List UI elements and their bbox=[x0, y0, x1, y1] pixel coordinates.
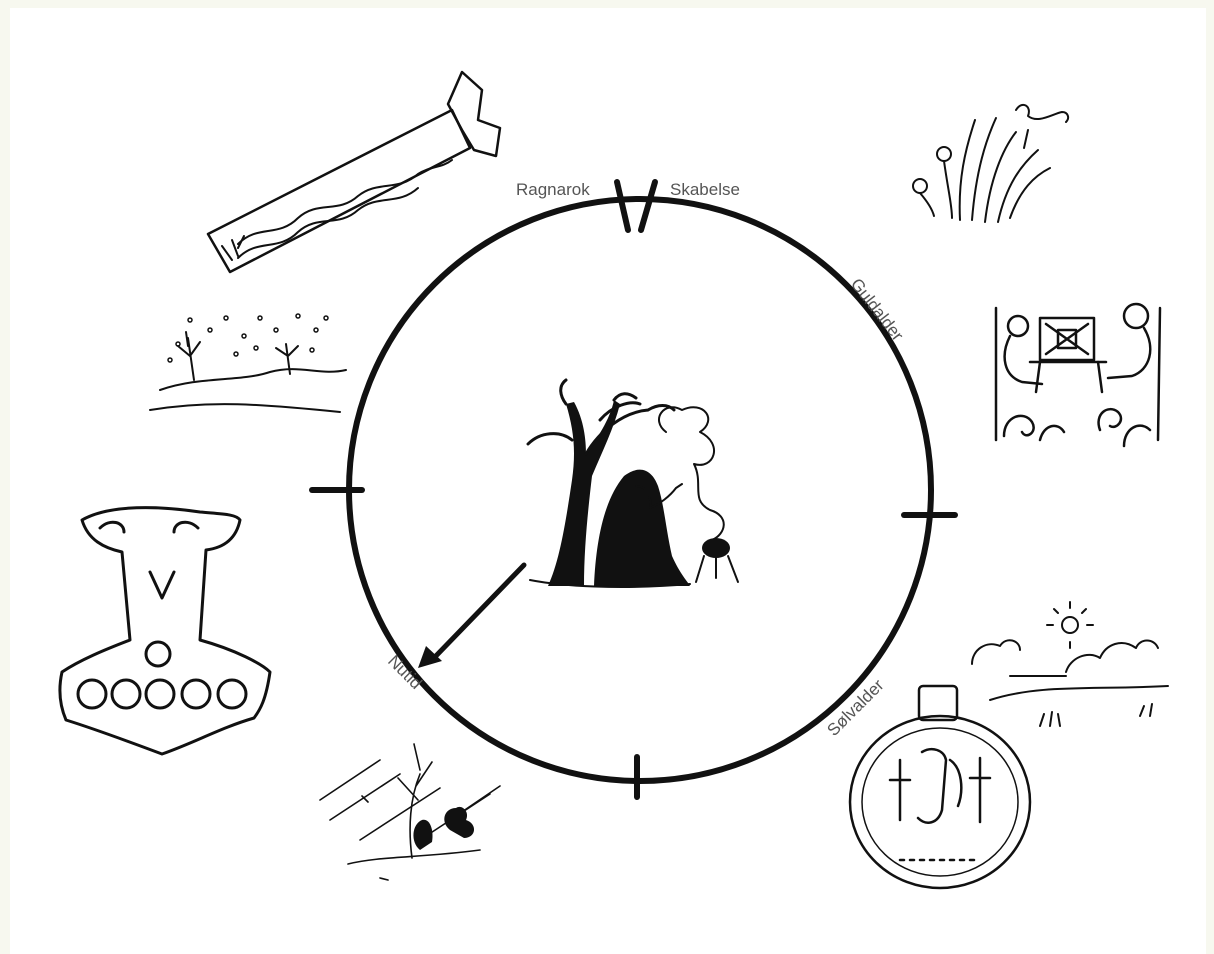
label-guldalder: Guldalder bbox=[847, 275, 908, 345]
bracteate-pendant-icon bbox=[850, 686, 1030, 888]
rune-stone-icon bbox=[208, 72, 500, 272]
summer-landscape-icon bbox=[972, 602, 1168, 726]
winter-landscape-icon bbox=[150, 314, 346, 412]
thor-hammer-icon bbox=[60, 508, 270, 754]
viking-game-icon bbox=[996, 304, 1160, 446]
volva-seer-icon bbox=[528, 380, 738, 587]
label-skabelse: Skabelse bbox=[670, 180, 740, 199]
autumn-storm-icon bbox=[320, 744, 500, 880]
spring-meadow-icon bbox=[913, 105, 1068, 222]
tick-top-right bbox=[641, 182, 655, 230]
label-nutid: Nutid bbox=[384, 651, 425, 692]
time-pointer-arrow bbox=[418, 565, 524, 668]
label-ragnarok: Ragnarok bbox=[516, 180, 590, 199]
tick-top-left bbox=[617, 182, 628, 230]
